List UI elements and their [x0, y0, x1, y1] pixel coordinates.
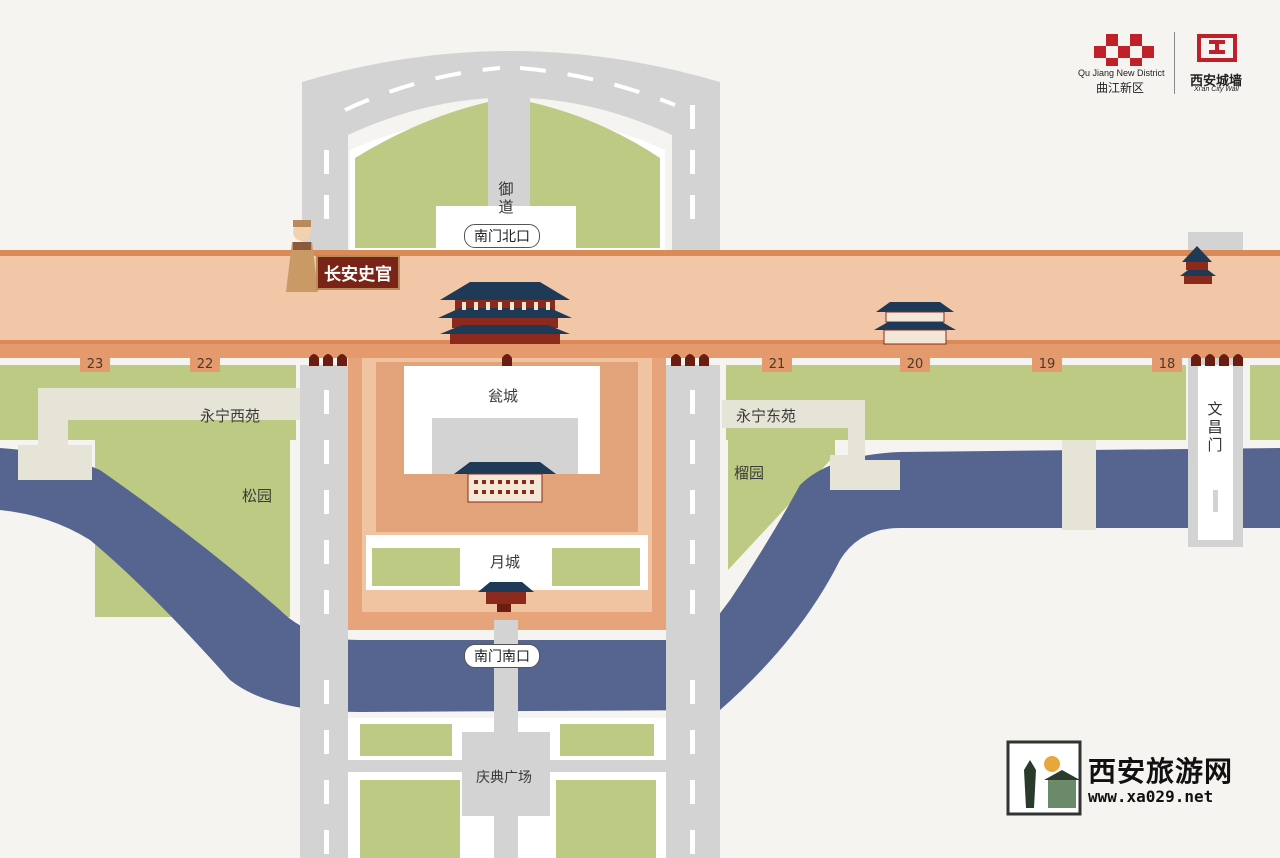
wall-segment-19: 19: [1038, 357, 1056, 372]
citywall-logo-mark: [1197, 34, 1237, 62]
guide-figure: [286, 220, 318, 292]
label-qingdian-plaza: 庆典广场: [476, 770, 532, 786]
brand-name: 西安旅游网: [1088, 755, 1234, 788]
label-yongning-east-garden: 永宁东苑: [736, 407, 797, 425]
label-yongning-west-garden: 永宁西苑: [200, 407, 261, 425]
citywall-logo-chinese: 西安城墙: [1190, 74, 1243, 89]
wall-segment-21: 21: [768, 357, 786, 372]
citywall-logo-english: Xi'an City Wall: [1194, 86, 1239, 93]
label-wenchang-gate: 文昌门: [1207, 400, 1223, 454]
label-yudao: 御道: [498, 180, 514, 216]
label-nanmen-north-exit[interactable]: 南门北口: [464, 224, 540, 248]
label-liuyuan: 榴园: [734, 464, 765, 482]
qujiang-logo-english: Qu Jiang New District: [1078, 68, 1165, 78]
label-wengcheng: 瓮城: [488, 387, 519, 405]
label-yuecheng: 月城: [490, 553, 521, 571]
label-nanmen-south-exit[interactable]: 南门南口: [464, 644, 540, 668]
wall-segment-18: 18: [1158, 357, 1176, 372]
qujiang-logo-chinese: 曲江新区: [1096, 81, 1145, 95]
guide-badge[interactable]: 长安史官: [316, 255, 400, 290]
south-gate-tower: [438, 282, 572, 344]
wall-segment-22: 22: [196, 357, 214, 372]
xa029-logo-mark: [1006, 740, 1082, 816]
qujiang-logo-mark: [1094, 34, 1154, 66]
label-songyuan: 松园: [242, 487, 273, 505]
wall-segment-20: 20: [906, 357, 924, 372]
wall-segment-23: 23: [86, 357, 104, 372]
brand-url[interactable]: www.xa029.net: [1088, 787, 1214, 806]
